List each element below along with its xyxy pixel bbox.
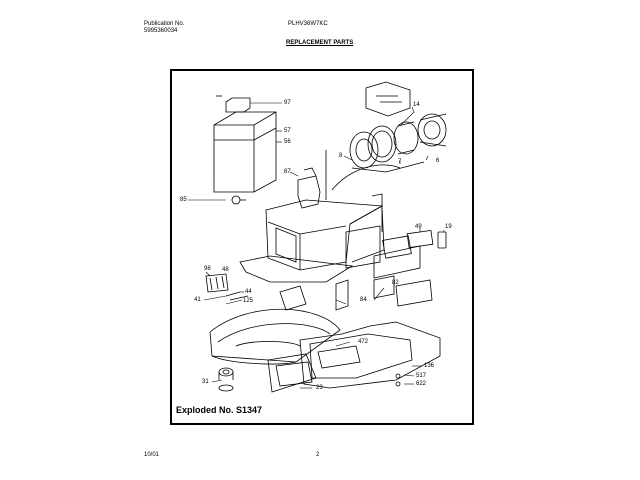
callout-136: 136 [424, 363, 435, 369]
page-number: 2 [316, 452, 320, 458]
callout-85: 85 [180, 197, 187, 203]
filter-parts [205, 273, 307, 311]
knob-assembly [218, 367, 234, 392]
callout-82: 82 [392, 280, 399, 286]
trim-frame [267, 321, 441, 393]
chimney-cover [213, 95, 277, 193]
callout-622: 622 [416, 381, 427, 387]
callout-97: 97 [284, 100, 291, 106]
callout-6: 6 [436, 158, 440, 164]
callout-48: 48 [222, 267, 229, 273]
bottom-pan [209, 308, 341, 365]
callout-56: 56 [284, 139, 291, 145]
callout-125: 125 [243, 298, 254, 304]
callout-41: 41 [194, 297, 201, 303]
control-panel [345, 225, 447, 307]
callout-98: 98 [204, 266, 211, 272]
callout-49: 49 [415, 224, 422, 230]
callout-31: 31 [202, 379, 209, 385]
diagram-frame [170, 69, 474, 425]
publication-number: 5995360034 [144, 28, 178, 34]
callout-7: 7 [398, 159, 402, 165]
leader-lines [188, 102, 445, 389]
callout-14: 14 [413, 102, 420, 108]
callout-8: 8 [339, 153, 343, 159]
callout-44: 44 [245, 289, 252, 295]
hood-body [239, 199, 385, 283]
callout-472: 472 [358, 339, 369, 345]
exploded-number: Exploded No. S1347 [176, 405, 263, 415]
screw-parts [231, 195, 401, 387]
callout-57: 57 [284, 128, 291, 134]
callout-84: 84 [360, 297, 367, 303]
side-panel [335, 193, 383, 311]
publication-label: Publication No. [144, 21, 185, 27]
callout-517: 517 [416, 373, 427, 379]
model-number: PLHV36W7KC [288, 21, 328, 27]
callout-23: 23 [316, 385, 323, 391]
footer-date: 10/01 [144, 452, 160, 458]
duct-collar [297, 167, 321, 209]
blower-assembly [349, 81, 447, 173]
section-title: REPLACEMENT PARTS [286, 40, 354, 46]
callout-19: 19 [445, 224, 452, 230]
callout-87: 87 [284, 169, 291, 175]
